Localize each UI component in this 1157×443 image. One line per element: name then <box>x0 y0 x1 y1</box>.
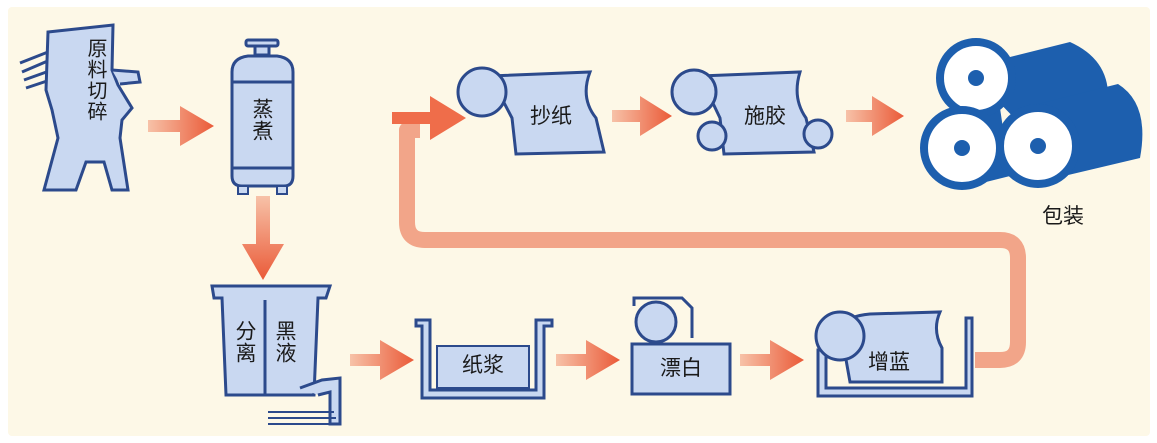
papermaking-machine-icon <box>456 66 606 156</box>
sizing-machine-icon <box>670 68 834 156</box>
return-loop-arrow <box>392 96 1026 368</box>
label-raw-material-cutting: 原料切碎 <box>84 38 108 122</box>
arrow-cut-to-steam <box>148 106 214 146</box>
steamer-tank-icon <box>230 38 295 195</box>
arrow-steam-to-separate <box>242 196 284 280</box>
label-steaming: 蒸煮 <box>250 98 274 142</box>
label-bleaching: 漂白 <box>660 356 702 380</box>
arrow-pulp-to-bleach <box>556 340 620 380</box>
label-pulp: 纸浆 <box>462 353 504 377</box>
label-separation: 分离 <box>233 320 257 364</box>
blueing-machine-icon <box>814 310 974 398</box>
arrow-separate-to-pulp <box>350 340 414 380</box>
arrow-make-to-size <box>612 96 672 136</box>
pulp-trough-icon <box>414 318 554 400</box>
separator-tank-icon <box>210 284 342 426</box>
label-sizing: 施胶 <box>744 104 786 128</box>
label-packaging: 包装 <box>1042 204 1084 228</box>
arrow-size-to-pack <box>846 96 904 136</box>
label-blueing: 增蓝 <box>868 350 910 374</box>
bleach-machine-icon <box>630 296 732 396</box>
paper-rolls-icon <box>920 38 1143 190</box>
label-papermaking: 抄纸 <box>530 104 572 128</box>
cutter-machine-icon <box>19 23 142 192</box>
label-black-liquor: 黑液 <box>273 320 297 364</box>
arrow-bleach-to-blue <box>740 340 804 380</box>
